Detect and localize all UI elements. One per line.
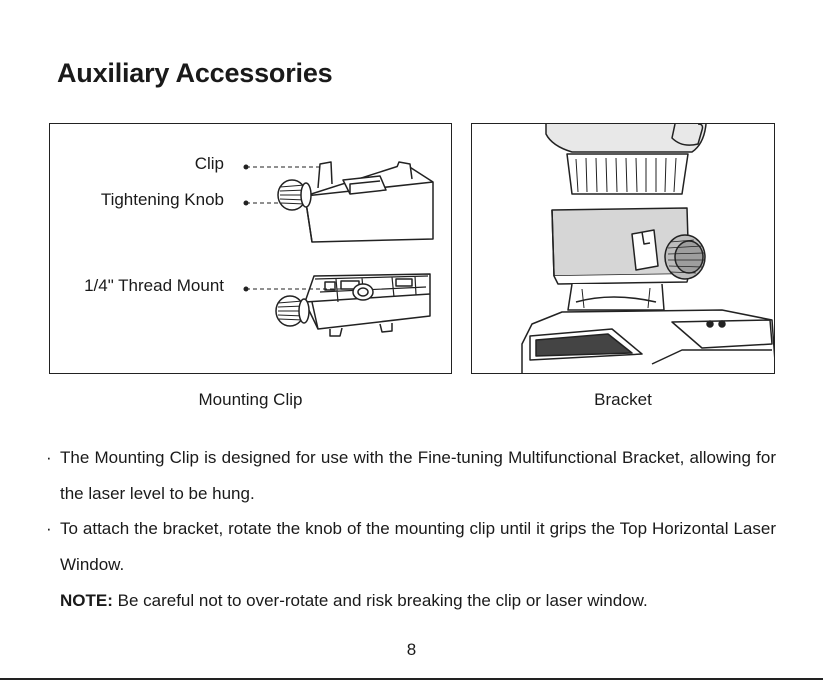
callout-clip: Clip <box>194 154 224 173</box>
bullet-paragraph: · The Mounting Clip is designed for use … <box>46 440 776 512</box>
caption-bracket: Bracket <box>594 390 652 409</box>
footer-divider <box>0 678 823 680</box>
mounting-clip-illustration <box>243 161 434 337</box>
bullet-text: The Mounting Clip is designed for use wi… <box>60 448 776 503</box>
note: NOTE: Be careful not to over-rotate and … <box>60 583 648 619</box>
caption-mounting-clip: Mounting Clip <box>198 390 303 409</box>
bullet-text: To attach the bracket, rotate the knob o… <box>60 519 776 574</box>
bracket-illustration <box>521 124 774 373</box>
page-number: 8 <box>406 640 417 659</box>
mounting-clip-figure <box>49 123 452 374</box>
callout-tightening-knob: Tightening Knob <box>100 190 224 209</box>
bullet-marker: · <box>46 519 52 538</box>
note-text: Be careful not to over-rotate and risk b… <box>112 591 648 610</box>
bullet-marker: · <box>46 448 52 467</box>
note-label: NOTE: <box>60 591 113 610</box>
callout-thread-mount: 1/4" Thread Mount <box>84 276 224 295</box>
bracket-figure <box>471 123 775 374</box>
page-title: Auxiliary Accessories <box>57 58 333 88</box>
bullet-paragraph: · To attach the bracket, rotate the knob… <box>46 511 776 583</box>
